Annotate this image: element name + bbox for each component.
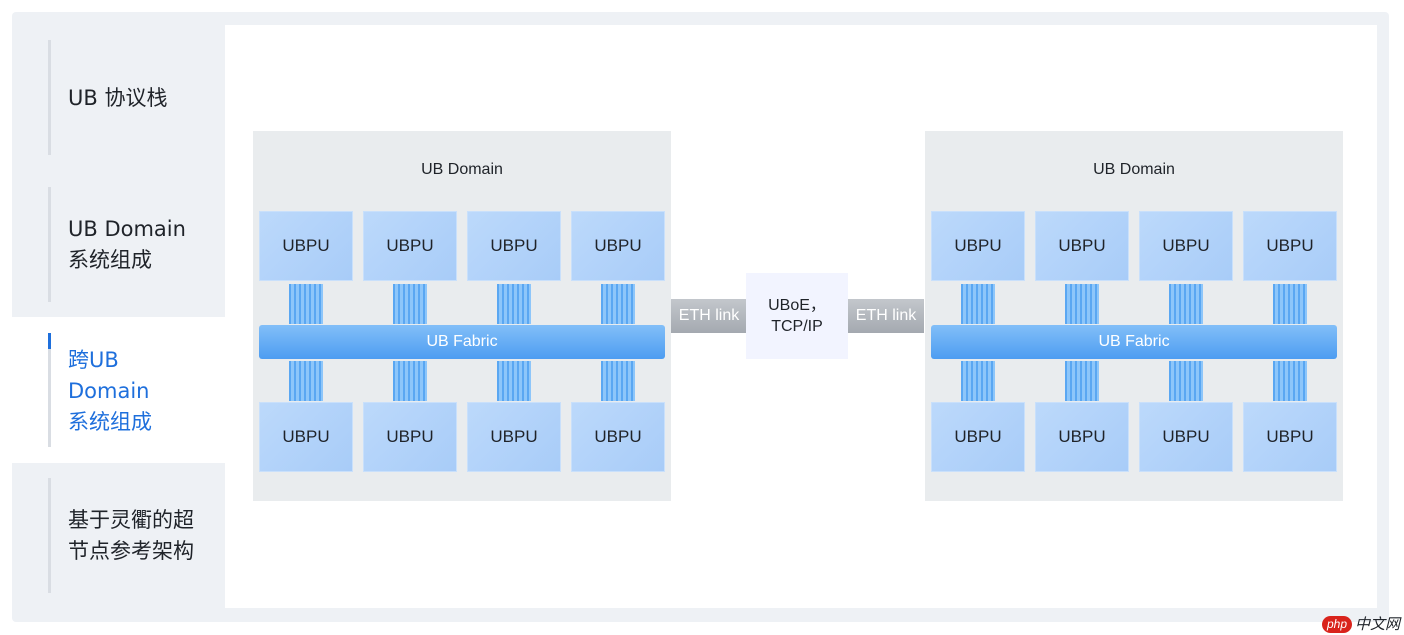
domain-title: UB Domain (421, 161, 503, 178)
ubpu-fabric-connector (601, 284, 635, 324)
nav-item-cross-ub-domain-system[interactable]: 跨UB Domain 系统组成 (12, 317, 227, 463)
ubpu-fabric-connector (1065, 284, 1099, 324)
ubpu-block: UBPU (1035, 211, 1129, 281)
nav-item-bar (48, 187, 51, 302)
ubpu-block: UBPU (931, 211, 1025, 281)
ubpu-fabric-connector (1065, 361, 1099, 401)
ub-fabric-bar: UB Fabric (931, 325, 1337, 359)
ubpu-fabric-connector (601, 361, 635, 401)
ubpu-block: UBPU (1243, 402, 1337, 472)
nav-item-label: 基于灵衢的超 节点参考架构 (68, 508, 194, 563)
nav-item-label: UB 协议栈 (68, 86, 168, 110)
nav-item-label: UB Domain 系统组成 (68, 217, 186, 272)
eth-link-right: ETH link (848, 299, 924, 333)
watermark-badge: php (1322, 615, 1353, 633)
watermark-text: 中文网 (1355, 615, 1401, 633)
nav-item-ub-domain-system[interactable]: UB Domain 系统组成 (12, 187, 227, 302)
ubpu-fabric-connector (289, 361, 323, 401)
ubpu-block: UBPU (1035, 402, 1129, 472)
ubpu-block: UBPU (1139, 211, 1233, 281)
ubpu-fabric-connector (393, 284, 427, 324)
nav-item-label: 跨UB Domain 系统组成 (68, 348, 152, 434)
ubpu-fabric-connector (497, 361, 531, 401)
ub-fabric-bar: UB Fabric (259, 325, 665, 359)
ubpu-fabric-connector (393, 361, 427, 401)
nav-item-ub-protocol-stack[interactable]: UB 协议栈 (12, 40, 227, 155)
ubpu-block: UBPU (467, 211, 561, 281)
ubpu-fabric-connector (1273, 361, 1307, 401)
ubpu-block: UBPU (1139, 402, 1233, 472)
ubpu-fabric-connector (289, 284, 323, 324)
page-frame: UB 协议栈 UB Domain 系统组成 跨UB Domain 系统组成 基于… (12, 12, 1389, 622)
nav-item-bar (48, 333, 51, 447)
ubpu-block: UBPU (571, 402, 665, 472)
site-watermark: php 中文网 (1322, 614, 1400, 634)
nav-item-bar (48, 478, 51, 593)
ubpu-fabric-connector (961, 361, 995, 401)
ubpu-block: UBPU (1243, 211, 1337, 281)
ubpu-block: UBPU (571, 211, 665, 281)
ubpu-block: UBPU (363, 402, 457, 472)
ub-domain-left: UB Domain UBPU UBPU UBPU UBPU UB Fabric … (253, 131, 671, 501)
ubpu-block: UBPU (467, 402, 561, 472)
ubpu-fabric-connector (961, 284, 995, 324)
diagram-panel: UB Domain UBPU UBPU UBPU UBPU UB Fabric … (225, 25, 1377, 608)
uboe-gateway: UBoE， TCP/IP (746, 273, 848, 359)
ub-domain-right: UB Domain UBPU UBPU UBPU UBPU UB Fabric … (925, 131, 1343, 501)
ubpu-fabric-connector (1169, 284, 1203, 324)
side-nav: UB 协议栈 UB Domain 系统组成 跨UB Domain 系统组成 基于… (12, 12, 227, 622)
ubpu-fabric-connector (497, 284, 531, 324)
ubpu-block: UBPU (259, 211, 353, 281)
nav-item-bar (48, 40, 51, 155)
domain-title: UB Domain (1093, 161, 1175, 178)
ubpu-fabric-connector (1273, 284, 1307, 324)
ubpu-block: UBPU (363, 211, 457, 281)
eth-link-left: ETH link (671, 299, 747, 333)
ubpu-fabric-connector (1169, 361, 1203, 401)
ubpu-block: UBPU (931, 402, 1025, 472)
ubpu-block: UBPU (259, 402, 353, 472)
nav-item-lingqu-supernode-architecture[interactable]: 基于灵衢的超 节点参考架构 (12, 478, 227, 593)
nav-item-active-indicator (48, 333, 51, 349)
